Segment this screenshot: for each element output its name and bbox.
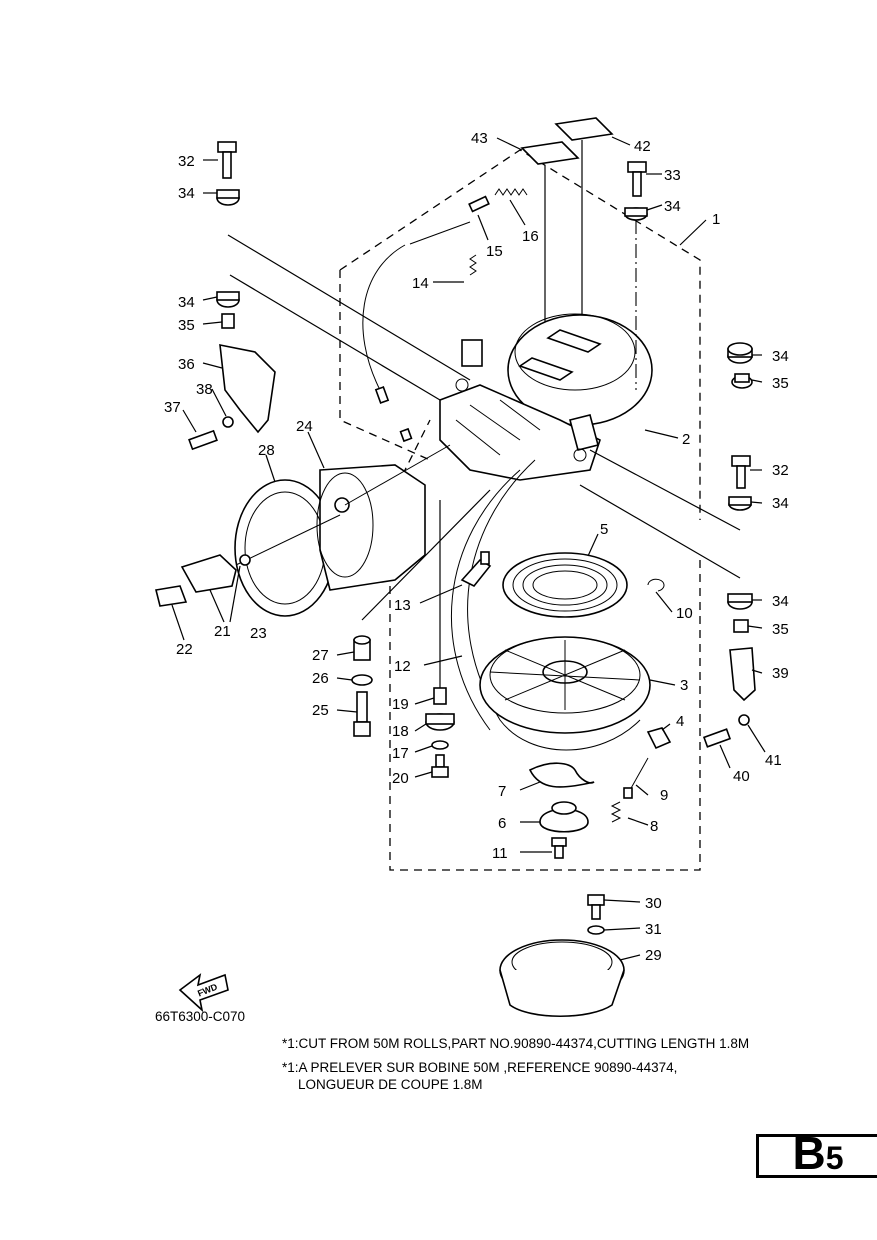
fwd-arrow-icon	[178, 973, 229, 1013]
leader-lines	[171, 136, 766, 961]
callout-12: 12	[394, 658, 411, 675]
callout-35-right-low: 35	[772, 621, 789, 638]
note-english: *1:CUT FROM 50M ROLLS,PART NO.90890-4437…	[282, 1036, 750, 1051]
circlip-10	[647, 578, 665, 592]
callout-36: 36	[178, 356, 195, 373]
callout-6: 6	[498, 815, 506, 832]
callout-5: 5	[600, 521, 608, 538]
note-french-line-1: *1:A PRELEVER SUR BOBINE 50M ,REFERENCE …	[282, 1060, 678, 1075]
label-sticker-43	[520, 141, 580, 165]
cover-7	[528, 762, 595, 788]
callout-25: 25	[312, 702, 329, 719]
spring-16	[494, 188, 528, 196]
bracket-36	[219, 344, 276, 434]
callout-37: 37	[164, 399, 181, 416]
callout-1: 1	[712, 211, 720, 228]
callout-28: 28	[258, 442, 275, 459]
bracket-39	[729, 647, 756, 702]
callout-34-left: 34	[178, 294, 195, 311]
callout-21: 21	[214, 623, 231, 640]
callout-8: 8	[650, 818, 658, 835]
tab-number: 5	[825, 1140, 844, 1176]
drive-plate-6	[539, 808, 589, 833]
drawing-code: 66T6300-C070	[155, 1009, 246, 1024]
callout-3: 3	[680, 677, 688, 694]
callout-29: 29	[645, 947, 662, 964]
callout-27: 27	[312, 647, 329, 664]
callout-4: 4	[676, 713, 684, 730]
spring-8	[610, 801, 622, 823]
recoil-spring-5	[502, 552, 628, 618]
starter-case	[439, 313, 653, 481]
callout-numbers: 1 2 3 4 5 6 7 8 9 10 11 12 13 14 15 16 1…	[164, 130, 789, 964]
callout-31: 31	[645, 921, 662, 938]
note-french-line-2: LONGUEUR DE COUPE 1.8M	[298, 1077, 483, 1092]
tab-letter: B	[792, 1127, 826, 1179]
callout-9: 9	[660, 787, 668, 804]
callout-35-right-top: 35	[772, 375, 789, 392]
callout-43: 43	[471, 130, 488, 147]
callout-14: 14	[412, 275, 429, 292]
grip-cap-22	[155, 585, 188, 607]
callout-10: 10	[676, 605, 693, 622]
callout-16: 16	[522, 228, 539, 245]
callout-18: 18	[392, 723, 409, 740]
callout-35-left: 35	[178, 317, 195, 334]
choke-cable	[362, 244, 406, 391]
callout-40: 40	[733, 768, 750, 785]
callout-17: 17	[392, 745, 409, 762]
callout-20: 20	[392, 770, 409, 787]
starter-grip-21	[180, 554, 237, 593]
flywheel-cover-29	[499, 939, 625, 1017]
page-section-tab: B 5	[756, 1127, 877, 1179]
callout-39: 39	[772, 665, 789, 682]
callout-26: 26	[312, 670, 329, 687]
assembly-boundary	[339, 149, 701, 871]
callout-13: 13	[394, 597, 411, 614]
pawl-4	[646, 727, 672, 750]
callout-24: 24	[296, 418, 313, 435]
callout-23: 23	[250, 625, 267, 642]
callout-7: 7	[498, 783, 506, 800]
callout-15: 15	[486, 243, 503, 260]
callout-34-right-mid: 34	[772, 495, 789, 512]
callout-34-right-top: 34	[772, 348, 789, 365]
callout-41: 41	[765, 752, 782, 769]
callout-33: 33	[664, 167, 681, 184]
callout-2: 2	[682, 431, 690, 448]
callout-34-top-left: 34	[178, 185, 195, 202]
callout-34-top-mid: 34	[664, 198, 681, 215]
label-sticker-42	[554, 117, 614, 141]
callout-32-top: 32	[178, 153, 195, 170]
callout-11: 11	[492, 845, 508, 862]
rope-pulley-3	[479, 636, 651, 734]
callout-32-right: 32	[772, 462, 789, 479]
callout-22: 22	[176, 641, 193, 658]
callout-38: 38	[196, 381, 213, 398]
callout-34-right-low: 34	[772, 593, 789, 610]
callout-42: 42	[634, 138, 651, 155]
callout-30: 30	[645, 895, 662, 912]
callout-19: 19	[392, 696, 409, 713]
